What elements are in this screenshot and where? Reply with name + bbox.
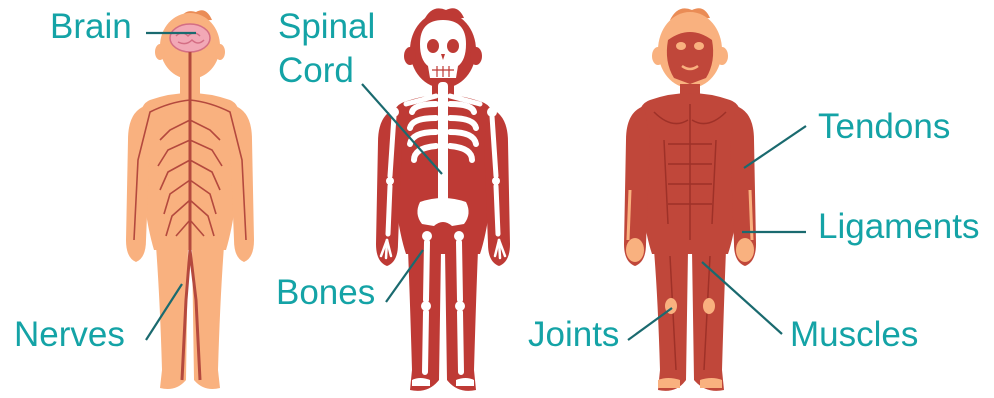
brain [170, 24, 210, 52]
muscles-label: Muscles [790, 316, 918, 354]
bones-label: Bones [276, 274, 375, 312]
muscular-system-figure [624, 8, 756, 391]
spinal-cord-label-line2: Cord [278, 52, 354, 90]
knee-joints [665, 298, 715, 314]
ligaments-label: Ligaments [818, 208, 979, 246]
tendons-label: Tendons [818, 108, 950, 146]
spinal-cord-label-line1: Spinal [278, 8, 375, 46]
pelvis [417, 198, 468, 226]
face-muscles [667, 32, 713, 84]
nerves-label: Nerves [14, 316, 125, 354]
nervous-system-figure [126, 10, 254, 389]
joints-label: Joints [528, 316, 619, 354]
skeletal-system-figure [376, 8, 510, 391]
brain-label: Brain [50, 8, 132, 46]
spine [438, 82, 448, 208]
